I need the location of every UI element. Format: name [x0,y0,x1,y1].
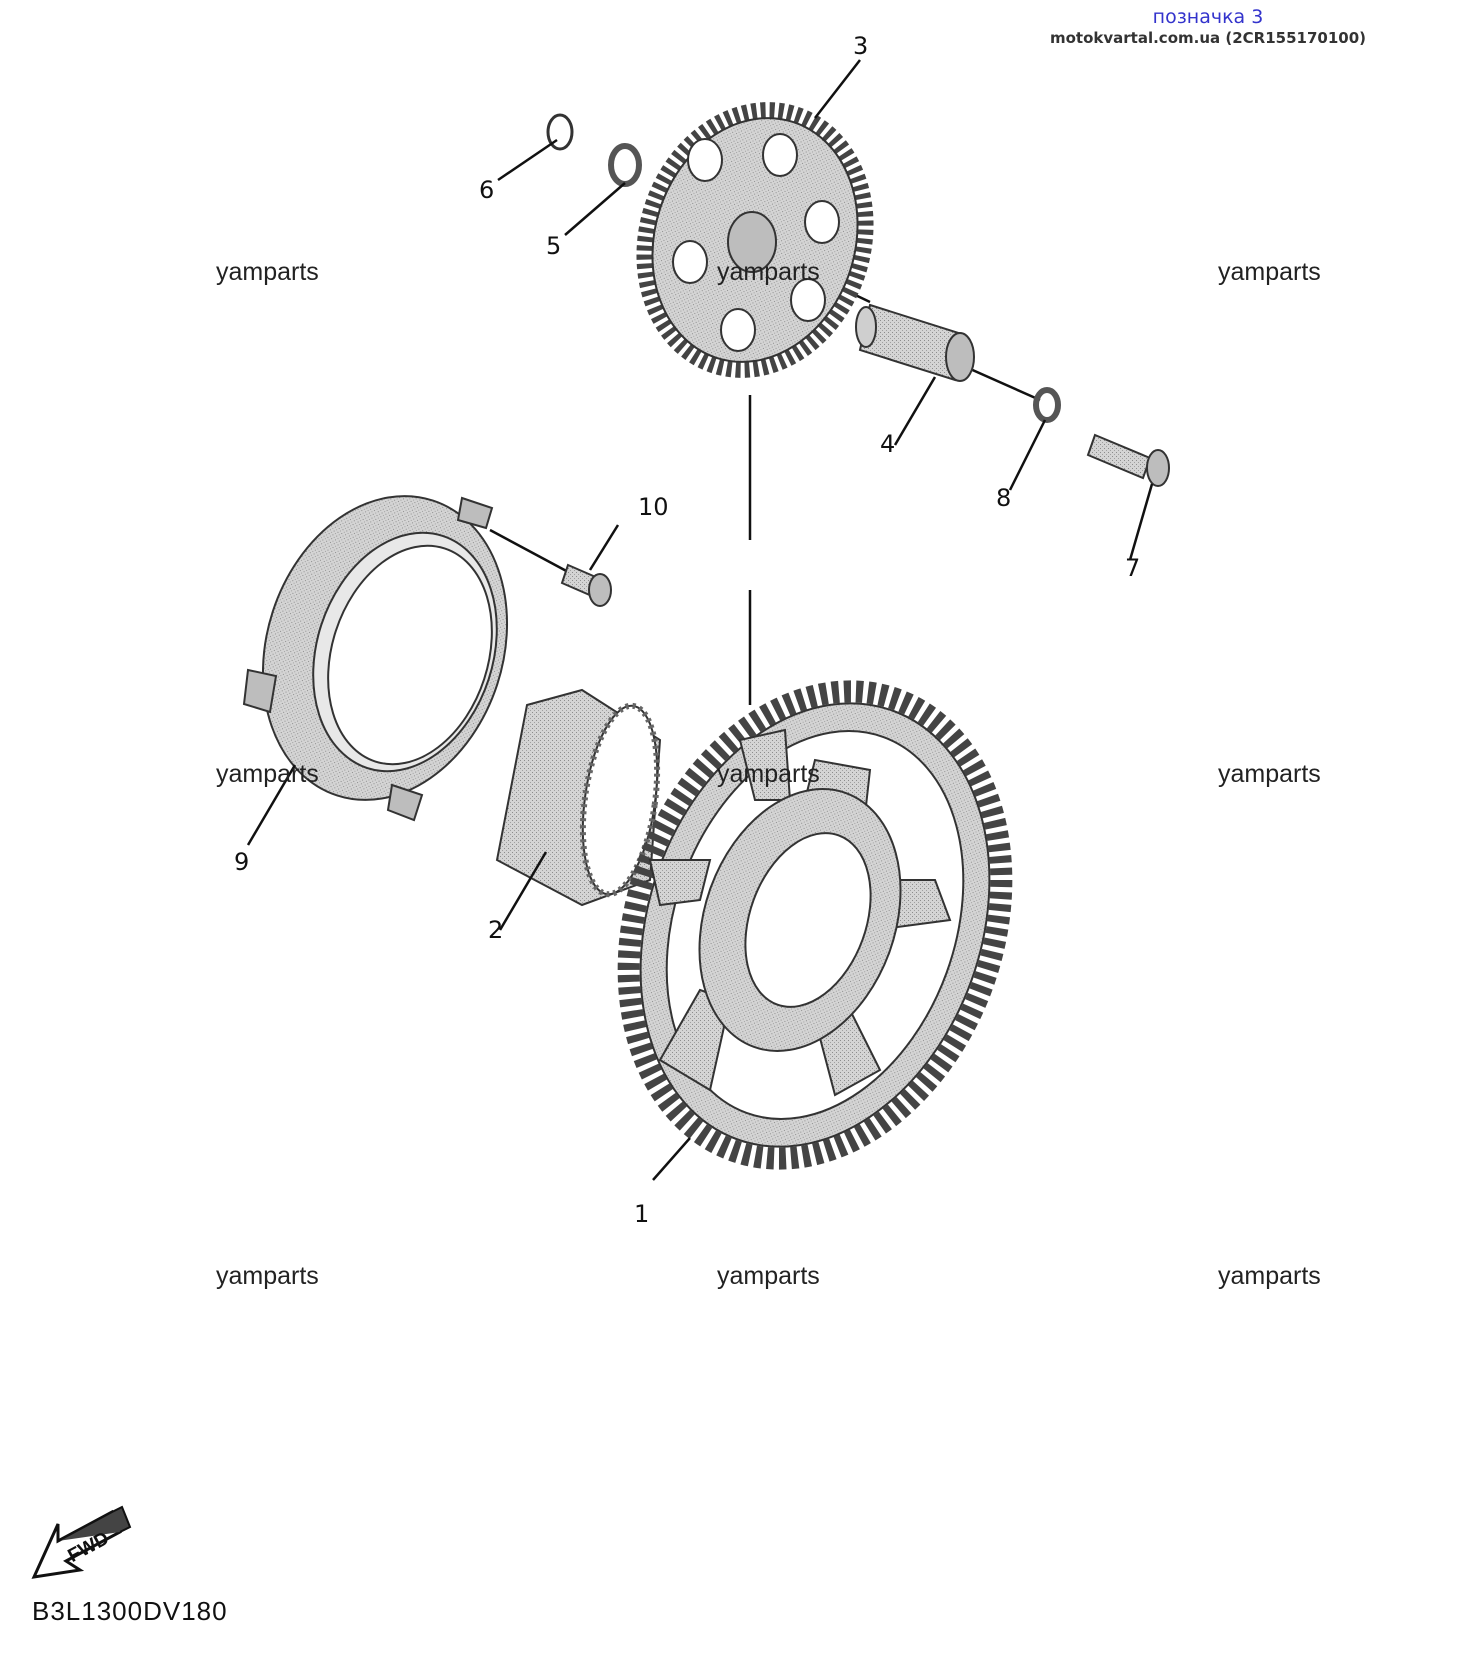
watermark: yamparts [1218,760,1321,788]
part-2-one-way-clutch [495,688,662,907]
part-6-circlip [546,113,574,151]
callout-9: 9 [234,848,249,876]
callout-10: 10 [638,493,669,521]
callout-5: 5 [546,232,561,260]
watermark: yamparts [1218,258,1321,286]
callout-2: 2 [488,916,503,944]
callout-7: 7 [1125,554,1140,582]
callout-6: 6 [479,176,494,204]
part-9-clutch-housing [242,495,509,822]
callout-4: 4 [880,430,895,458]
source-stamp: позначка 3 motokvartal.com.ua (2CR155170… [1050,6,1366,48]
part-3-drive-gear [636,102,874,378]
part-1-starter-wheel-gear [617,680,1013,1170]
part-8-washer [1033,387,1061,423]
callout-8: 8 [996,484,1011,512]
fwd-arrow-icon: FWD [31,1505,132,1579]
callout-1: 1 [634,1200,649,1228]
part-10-bolt [560,563,612,607]
watermark: yamparts [1218,1262,1321,1290]
watermark: yamparts [216,760,319,788]
stamp-source: motokvartal.com.ua (2CR155170100) [1049,29,1366,47]
watermark: yamparts [216,1262,319,1290]
diagram-code: B3L1300DV180 [32,1596,228,1626]
watermark: yamparts [717,760,820,788]
callout-lines [246,59,1154,1181]
watermark: yamparts [717,1262,820,1290]
watermark: yamparts [717,258,820,286]
watermark: yamparts [216,258,319,286]
part-4-shaft [855,303,975,382]
part-5-washer [608,143,642,187]
callout-3: 3 [853,32,868,60]
callout-labels: 1 2 3 4 5 6 7 8 9 10 [234,32,1140,1228]
stamp-title: позначка 3 [1152,6,1264,28]
part-7-bolt [1086,433,1170,487]
